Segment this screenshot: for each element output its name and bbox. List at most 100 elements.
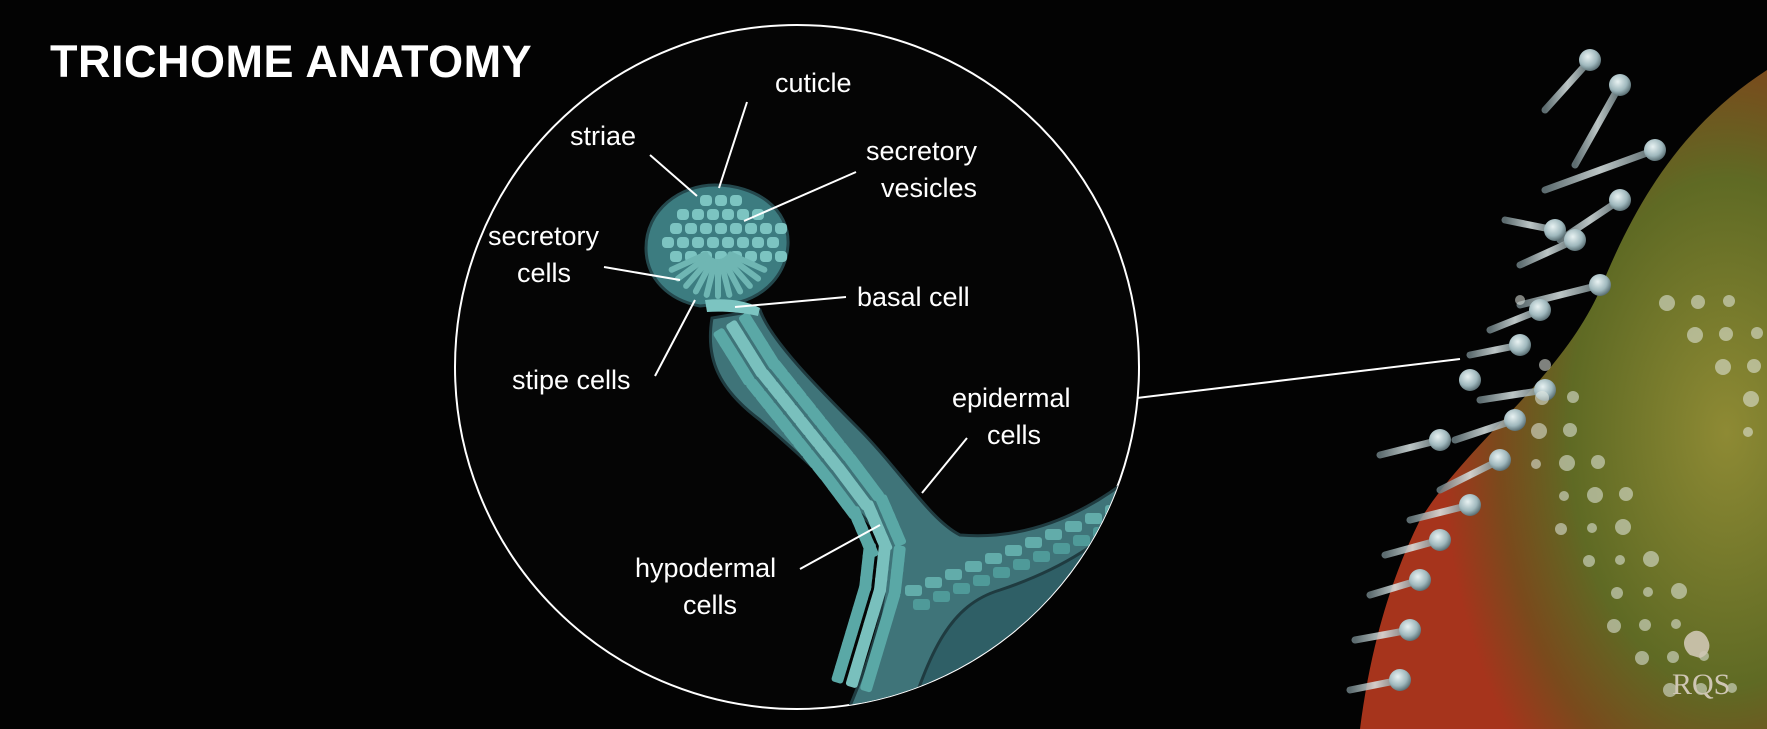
- leader-epidermal-cells: [921, 437, 968, 494]
- surface-gland: [1715, 359, 1731, 375]
- surface-gland: [1535, 391, 1549, 405]
- vesicle-cell: [707, 209, 719, 220]
- vesicle-cell: [775, 223, 787, 234]
- label-epidermal-cells-line2: cells: [987, 420, 1041, 450]
- trichome-head-bulb: [1429, 529, 1451, 551]
- trichome-head-bulb: [1409, 569, 1431, 591]
- surface-gland: [1659, 295, 1675, 311]
- vesicle-cell: [670, 223, 682, 234]
- secretory-cell: [720, 257, 744, 295]
- surface-gland: [1671, 619, 1681, 629]
- epidermal-cell: [1005, 545, 1022, 556]
- vesicle-cell: [685, 223, 697, 234]
- surface-gland: [1555, 523, 1567, 535]
- trichome-head-bulb: [1564, 229, 1586, 251]
- label-cuticle: cuticle: [775, 68, 852, 98]
- trichome-stalk: [1541, 146, 1659, 194]
- epidermal-cell: [985, 553, 1002, 564]
- epidermal-cell: [945, 569, 962, 580]
- surface-gland: [1587, 523, 1597, 533]
- hypodermal-cell: [1013, 559, 1030, 570]
- surface-gland: [1531, 459, 1541, 469]
- epidermal-cell: [1085, 513, 1102, 524]
- epidermal-cell: [1025, 537, 1042, 548]
- vesicle-cell: [737, 237, 749, 248]
- vesicle-cell: [707, 237, 719, 248]
- surface-gland: [1591, 455, 1605, 469]
- secretory-cell: [725, 253, 762, 282]
- trichome-stalk: [1516, 281, 1604, 309]
- trichome-head-bulb: [1459, 369, 1481, 391]
- hypodermal-cell: [1093, 527, 1110, 538]
- epidermal-cell: [1065, 521, 1082, 532]
- surface-gland: [1743, 427, 1753, 437]
- surface-gland: [1695, 683, 1707, 695]
- vesicle-cell: [745, 223, 757, 234]
- label-epidermal-cells-line1: epidermal: [952, 383, 1071, 413]
- surface-gland: [1515, 295, 1525, 305]
- hypodermal-cell: [913, 599, 930, 610]
- surface-gland: [1643, 587, 1653, 597]
- surface-gland: [1559, 455, 1575, 471]
- vesicle-cell: [730, 223, 742, 234]
- stalk-cells: [713, 312, 1139, 693]
- surface-gland: [1587, 487, 1603, 503]
- surface-gland: [1751, 327, 1763, 339]
- secretory-cell: [718, 258, 733, 298]
- leader-secretory-cells: [603, 266, 681, 281]
- surface-gland: [1619, 487, 1633, 501]
- surface-gland: [1643, 551, 1659, 567]
- surface-gland: [1607, 619, 1621, 633]
- hypodermal-cell: [953, 583, 970, 594]
- secretory-cell: [703, 258, 718, 298]
- surface-gland: [1615, 555, 1625, 565]
- vesicle-cell: [715, 195, 727, 206]
- hypodermal-cell: [1113, 519, 1130, 530]
- stalk-cell: [860, 672, 876, 693]
- label-secretory-vesicles-line1: secretory: [866, 136, 978, 166]
- trichome-head-bulb: [1609, 189, 1631, 211]
- surface-gland: [1563, 423, 1577, 437]
- vesicle-cell: [730, 195, 742, 206]
- surface-gland: [1615, 519, 1631, 535]
- surface-gland: [1691, 295, 1705, 309]
- vesicle-cell: [677, 237, 689, 248]
- vesicle-cell: [775, 251, 787, 262]
- secretory-cell: [727, 251, 768, 273]
- vesicle-cell: [715, 223, 727, 234]
- surface-gland: [1639, 619, 1651, 631]
- surface-gland: [1663, 683, 1677, 697]
- logo-text: RQS: [1672, 668, 1730, 701]
- epidermal-cell: [925, 577, 942, 588]
- surface-gland: [1531, 423, 1547, 439]
- trichome-head-bulb: [1509, 334, 1531, 356]
- vesicle-cell: [737, 209, 749, 220]
- plant-leaf: [1360, 70, 1767, 729]
- stalk-cell: [831, 664, 847, 684]
- hypodermal-cell: [993, 567, 1010, 578]
- diagram-title: TRICHOME ANATOMY: [50, 36, 533, 87]
- hypodermal-cell: [973, 575, 990, 586]
- label-hypodermal-cells-line2: cells: [683, 590, 737, 620]
- trichome-head-bulb: [1589, 274, 1611, 296]
- trichome-head-bulb: [1429, 429, 1451, 451]
- vesicle-cell: [722, 209, 734, 220]
- surface-gland: [1727, 683, 1737, 693]
- surface-gland: [1611, 587, 1623, 599]
- leader-lines: [603, 101, 968, 570]
- trichome-head-bulb: [1544, 219, 1566, 241]
- vesicle-cell: [760, 251, 772, 262]
- leader-hypodermal-cells: [799, 524, 881, 570]
- surface-gland: [1559, 491, 1569, 501]
- surface-gland: [1583, 555, 1595, 567]
- rqs-logo: RQS: [1672, 630, 1730, 701]
- epidermal-cell: [1125, 497, 1139, 508]
- surface-gland: [1723, 295, 1735, 307]
- leader-cuticle: [718, 101, 748, 189]
- trichome-head-bulb: [1609, 74, 1631, 96]
- trichome-stalk: [1541, 56, 1594, 114]
- trichome-head-bulb: [1579, 49, 1601, 71]
- surface-gland: [1687, 327, 1703, 343]
- surface-gland: [1539, 359, 1551, 371]
